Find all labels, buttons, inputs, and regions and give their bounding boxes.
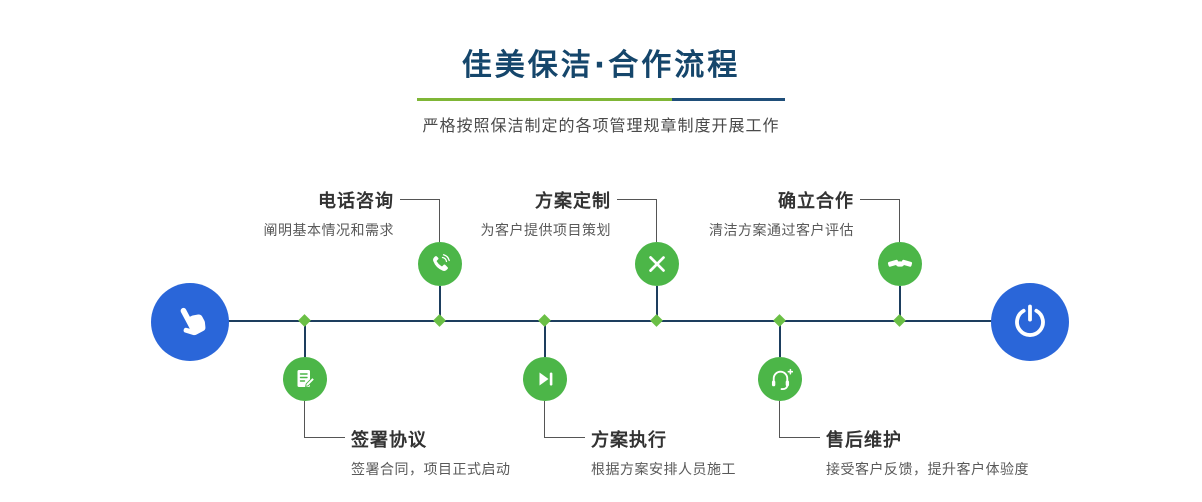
node-aftersales (758, 357, 802, 401)
step-title: 签署协议 (351, 430, 427, 451)
step-plan-execution: 方案执行 根据方案安排人员施工 (591, 426, 891, 479)
page-subtitle: 严格按照保洁制定的各项管理规章制度开展工作 (422, 116, 780, 135)
step-description: 接受客户反馈，提升客户体验度 (826, 462, 1029, 478)
step-aftersales-maintenance: 售后维护 接受客户反馈，提升客户体验度 (826, 426, 1126, 479)
divider-green-segment (417, 98, 672, 101)
connector-line (400, 199, 440, 200)
stem-line (899, 286, 901, 320)
connector-line (656, 199, 657, 242)
connector-line (544, 401, 545, 438)
step-title: 电话咨询 (318, 191, 394, 212)
step-description: 为客户提供项目策划 (480, 223, 611, 239)
stem-line (656, 286, 658, 320)
step-title: 售后维护 (826, 430, 902, 451)
node-cooperation (878, 242, 922, 286)
connector-line (304, 401, 305, 438)
timeline-node-diamond (650, 314, 663, 327)
timeline-node-diamond (773, 314, 786, 327)
power-icon (1011, 303, 1049, 341)
contract-icon (293, 367, 317, 391)
step-description: 签署合同，项目正式启动 (351, 462, 511, 478)
step-plan-customization: 方案定制 为客户提供项目策划 (331, 187, 611, 240)
connector-line (780, 437, 820, 438)
pointing-hand-icon (170, 302, 210, 342)
timeline-line (190, 320, 1030, 322)
timeline-end-endpoint (991, 283, 1069, 361)
connector-line (439, 199, 440, 242)
step-description: 阐明基本情况和需求 (263, 223, 394, 239)
node-phone (418, 242, 462, 286)
node-execution (523, 357, 567, 401)
timeline-start-endpoint (151, 283, 229, 361)
step-title: 方案定制 (535, 191, 611, 212)
connector-line (779, 401, 780, 438)
stem-line (439, 286, 441, 320)
timeline-node-diamond (893, 314, 906, 327)
step-description: 根据方案安排人员施工 (591, 462, 736, 478)
connector-line (617, 199, 657, 200)
connector-line (860, 199, 900, 200)
timeline-node-diamond (538, 314, 551, 327)
connector-line (899, 199, 900, 242)
handshake-icon (887, 251, 913, 277)
step-title: 方案执行 (591, 430, 667, 451)
title-divider (417, 98, 785, 101)
step-phone-consultation: 电话咨询 阐明基本情况和需求 (114, 187, 394, 240)
step-title: 确立合作 (778, 191, 854, 212)
step-establish-cooperation: 确立合作 清洁方案通过客户评估 (574, 187, 854, 240)
stem-line (304, 322, 306, 357)
play-next-icon (533, 367, 557, 391)
connector-line (545, 437, 585, 438)
headset-icon (768, 367, 793, 392)
node-design (635, 242, 679, 286)
page-title: 佳美保洁·合作流程 (461, 48, 741, 83)
step-description: 清洁方案通过客户评估 (709, 223, 854, 239)
connector-line (305, 437, 345, 438)
node-contract (283, 357, 327, 401)
step-sign-agreement: 签署协议 签署合同，项目正式启动 (351, 426, 651, 479)
divider-blue-segment (672, 98, 785, 101)
design-tools-icon (645, 252, 669, 276)
stem-line (779, 322, 781, 357)
timeline-node-diamond (433, 314, 446, 327)
stem-line (544, 322, 546, 357)
phone-icon (428, 252, 452, 276)
timeline-node-diamond (298, 314, 311, 327)
